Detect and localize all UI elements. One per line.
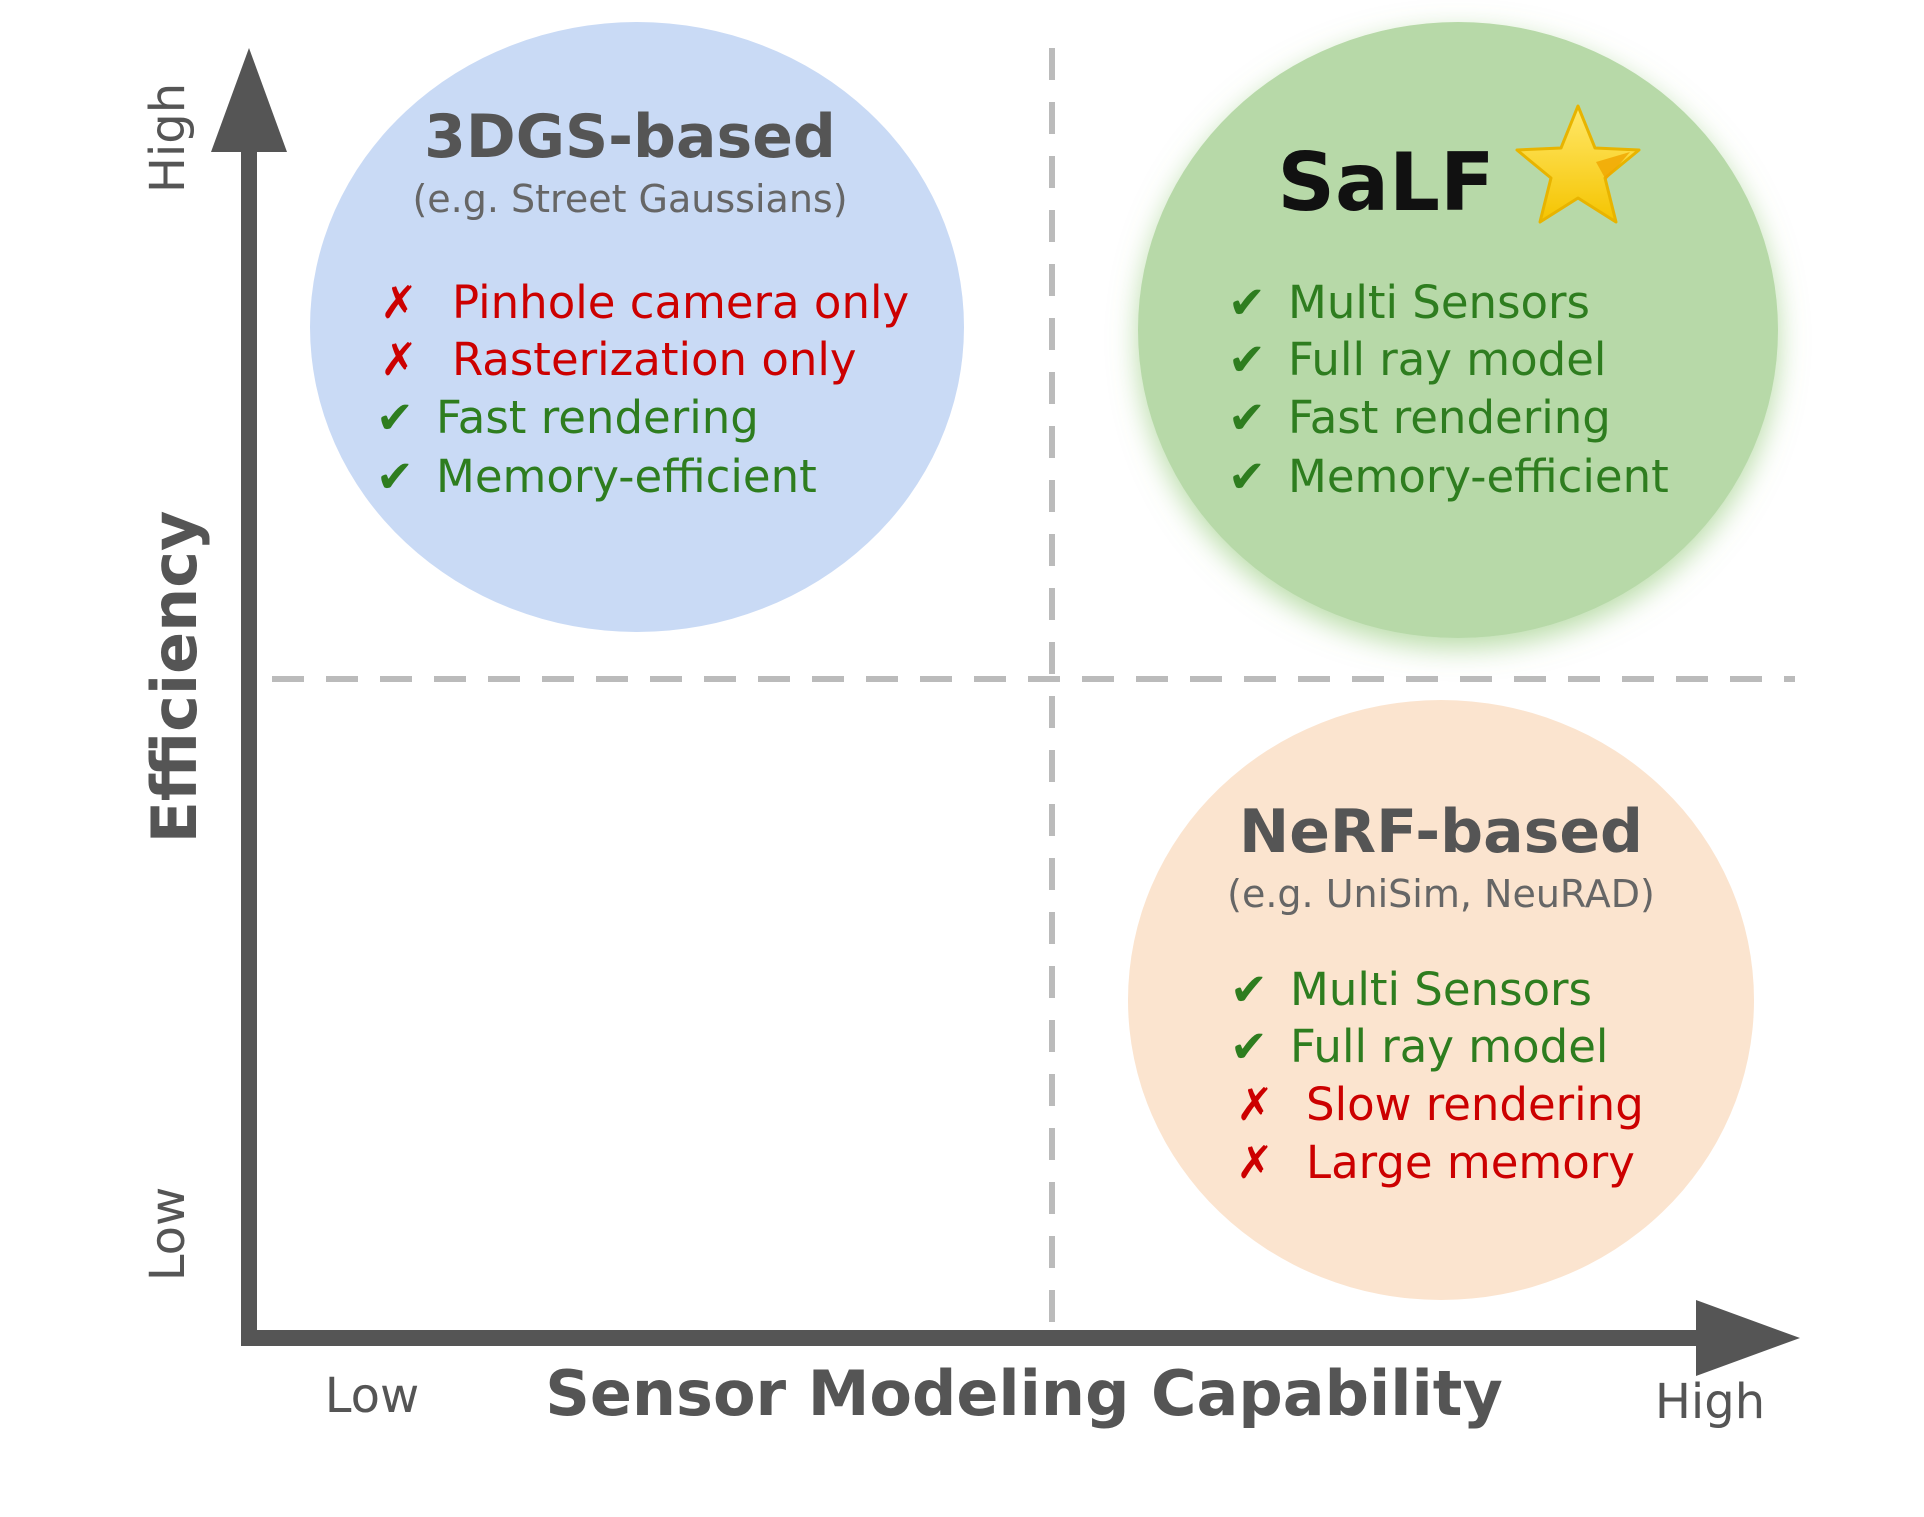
list-item: ✔ Fast rendering: [1228, 391, 1611, 444]
check-icon: ✔: [376, 391, 414, 444]
list-item: ✔ Multi Sensors: [1228, 276, 1590, 329]
check-icon: ✔: [1228, 333, 1266, 386]
cross-icon: ✗: [380, 276, 418, 329]
cross-icon: ✗: [380, 333, 418, 386]
list-item-text: Rasterization only: [452, 333, 857, 386]
y-axis-low-label: Low: [140, 1187, 196, 1282]
check-icon: ✔: [1228, 450, 1266, 503]
y-axis-high-label: High: [140, 83, 196, 193]
list-item: ✗ Slow rendering: [1236, 1078, 1644, 1131]
list-item-text: Full ray model: [1288, 333, 1606, 386]
star-icon: [1515, 104, 1641, 224]
salf-list: ✔ Multi Sensors ✔ Full ray model ✔ Fast …: [1228, 276, 1669, 503]
y-axis-title: Efficiency: [138, 511, 211, 844]
list-item-text: Multi Sensors: [1290, 963, 1592, 1016]
check-icon: ✔: [376, 450, 414, 503]
x-axis-high-label: High: [1655, 1374, 1765, 1430]
list-item: ✔ Fast rendering: [376, 391, 759, 444]
list-item-text: Pinhole camera only: [452, 276, 909, 329]
list-item-text: Slow rendering: [1306, 1078, 1644, 1131]
list-item: ✔ Full ray model: [1230, 1020, 1608, 1073]
x-axis-low-label: Low: [325, 1368, 420, 1424]
circle-salf: [1138, 22, 1778, 638]
3dgs-subtitle: (e.g. Street Gaussians): [412, 177, 847, 221]
list-item: ✔ Multi Sensors: [1230, 963, 1592, 1016]
circle-nerf: [1128, 700, 1754, 1300]
list-item-text: Memory-efficient: [436, 450, 817, 503]
list-item: ✔ Memory-efficient: [376, 450, 817, 503]
nerf-subtitle: (e.g. UniSim, NeuRAD): [1227, 872, 1655, 916]
list-item: ✗ Large memory: [1236, 1136, 1635, 1189]
y-axis-arrow: [211, 48, 287, 152]
x-axis-title: Sensor Modeling Capability: [545, 1357, 1503, 1430]
cross-icon: ✗: [1236, 1136, 1274, 1189]
list-item: ✗ Pinhole camera only: [380, 276, 909, 329]
check-icon: ✔: [1228, 391, 1266, 444]
list-item-text: Fast rendering: [1288, 391, 1611, 444]
check-icon: ✔: [1230, 963, 1268, 1016]
3dgs-title: 3DGS-based: [424, 102, 836, 172]
salf-title: SaLF: [1277, 136, 1494, 229]
check-icon: ✔: [1228, 276, 1266, 329]
list-item-text: Fast rendering: [436, 391, 759, 444]
3dgs-list: ✗ Pinhole camera only ✗ Rasterization on…: [376, 276, 909, 503]
nerf-list: ✔ Multi Sensors ✔ Full ray model ✗ Slow …: [1230, 963, 1644, 1189]
list-item-text: Large memory: [1306, 1136, 1635, 1189]
list-item-text: Full ray model: [1290, 1020, 1608, 1073]
x-axis-arrow: [1696, 1300, 1800, 1376]
list-item: ✗ Rasterization only: [380, 333, 857, 386]
list-item: ✔ Full ray model: [1228, 333, 1606, 386]
check-icon: ✔: [1230, 1020, 1268, 1073]
nerf-title: NeRF-based: [1239, 797, 1643, 867]
cross-icon: ✗: [1236, 1078, 1274, 1131]
circle-3dgs: [310, 22, 964, 632]
list-item-text: Multi Sensors: [1288, 276, 1590, 329]
list-item-text: Memory-efficient: [1288, 450, 1669, 503]
list-item: ✔ Memory-efficient: [1228, 450, 1669, 503]
